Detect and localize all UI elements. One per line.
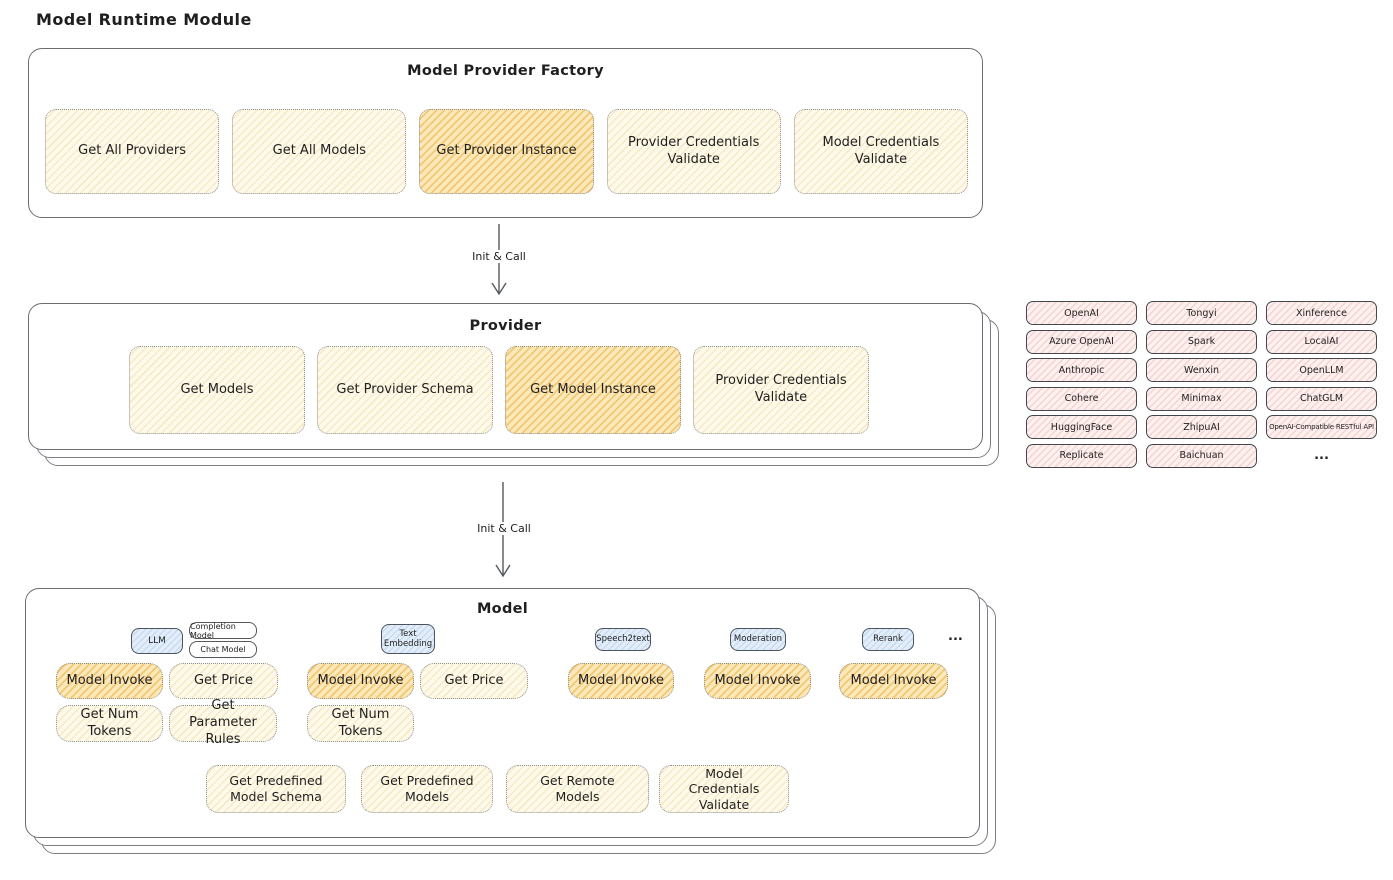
provider-chip-azure-openai: Azure OpenAI: [1026, 329, 1137, 354]
model-types-ellipsis: ...: [948, 629, 963, 644]
node-provider-credentials-validate-2: Provider Credentials Validate: [693, 346, 869, 434]
provider-list: OpenAI Tongyi Xinference Azure OpenAI Sp…: [1026, 301, 1377, 468]
provider-box: Provider Get Models Get Provider Schema …: [28, 303, 983, 450]
provider-chip-zhipuai: ZhipuAI: [1146, 415, 1257, 439]
provider-chip-wenxin: Wenxin: [1146, 358, 1257, 382]
node-get-price-llm: Get Price: [169, 663, 278, 699]
provider-chip-huggingface: HuggingFace: [1026, 415, 1137, 439]
node-get-model-instance: Get Model Instance: [505, 346, 681, 434]
node-model-credentials-validate: Model Credentials Validate: [793, 109, 969, 194]
provider-chip-spark: Spark: [1146, 329, 1257, 354]
node-get-num-tokens-text-embedding: Get Num Tokens: [307, 705, 414, 742]
model-title: Model: [476, 601, 529, 617]
provider-chip-replicate: Replicate: [1026, 443, 1137, 468]
node-model-credentials-validate-model: Model Credentials Validate: [659, 765, 789, 813]
provider-chip-anthropic: Anthropic: [1026, 358, 1137, 382]
provider-button-row: Get Models Get Provider Schema Get Model…: [129, 346, 869, 434]
node-provider-credentials-validate: Provider Credentials Validate: [606, 109, 781, 194]
factory-box: Model Provider Factory Get All Providers…: [28, 48, 983, 218]
node-get-predefined-model-schema: Get Predefined Model Schema: [206, 765, 346, 813]
node-get-num-tokens-llm: Get Num Tokens: [56, 705, 163, 742]
tag-moderation: Moderation: [730, 628, 786, 651]
tag-chat-model: Chat Model: [189, 641, 257, 658]
tag-text-embedding: Text Embedding: [381, 624, 435, 654]
model-box: Model LLM Completion Model Chat Model Te…: [25, 588, 980, 838]
factory-title: Model Provider Factory: [407, 63, 604, 79]
node-get-provider-schema: Get Provider Schema: [317, 346, 493, 434]
provider-chip-chatglm: ChatGLM: [1266, 386, 1377, 411]
provider-chip-xinference: Xinference: [1266, 301, 1377, 325]
node-model-invoke-speech2text: Model Invoke: [568, 663, 674, 699]
node-model-invoke-moderation: Model Invoke: [704, 663, 811, 699]
provider-chip-cohere: Cohere: [1026, 386, 1137, 411]
node-get-predefined-models: Get Predefined Models: [361, 765, 493, 813]
page-title: Model Runtime Module: [36, 10, 252, 29]
arrow-label-init-call-1: Init & Call: [467, 250, 531, 263]
node-model-invoke-text-embedding: Model Invoke: [307, 663, 414, 699]
node-model-invoke-rerank: Model Invoke: [839, 663, 948, 699]
node-get-models: Get Models: [129, 346, 305, 434]
tag-llm: LLM: [131, 628, 183, 654]
provider-chip-baichuan: Baichuan: [1146, 443, 1257, 468]
arrow-label-init-call-2: Init & Call: [472, 522, 536, 535]
node-model-invoke-llm: Model Invoke: [56, 663, 163, 699]
node-get-all-providers: Get All Providers: [45, 109, 220, 194]
provider-chip-openllm: OpenLLM: [1266, 358, 1377, 382]
provider-chip-tongyi: Tongyi: [1146, 301, 1257, 325]
tag-rerank: Rerank: [862, 628, 914, 651]
node-get-parameter-rules: Get Parameter Rules: [169, 698, 277, 747]
tag-speech2text: Speech2text: [595, 628, 651, 651]
provider-title: Provider: [469, 318, 542, 334]
node-get-all-models: Get All Models: [232, 109, 407, 194]
node-get-provider-instance: Get Provider Instance: [419, 109, 594, 194]
provider-list-ellipsis: ...: [1314, 448, 1329, 463]
factory-button-row: Get All Providers Get All Models Get Pro…: [45, 109, 969, 194]
node-get-remote-models: Get Remote Models: [506, 765, 649, 813]
tag-completion-model: Completion Model: [189, 622, 257, 640]
node-get-price-text-embedding: Get Price: [420, 663, 528, 699]
provider-chip-openai: OpenAI: [1026, 301, 1137, 325]
provider-chip-openai-compatible-restful-api: OpenAI-Compatible RESTful API: [1266, 415, 1377, 439]
provider-chip-localai: LocalAI: [1266, 329, 1377, 354]
provider-chip-minimax: Minimax: [1146, 386, 1257, 411]
